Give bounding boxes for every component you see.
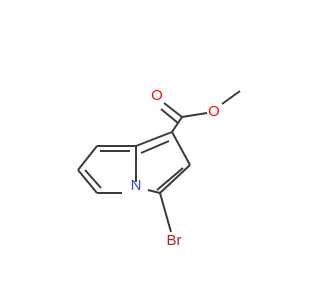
bond-c-o-double-b xyxy=(160,108,179,124)
oxygen-ester-label: O xyxy=(208,103,220,120)
bond-ring5-2-double xyxy=(140,140,170,154)
bond-ring5-1 xyxy=(135,131,173,147)
bond-ring5-6 xyxy=(147,189,161,194)
bond-ring5-3 xyxy=(171,131,191,166)
bond-o-methyl xyxy=(221,90,241,105)
bromine-label: Br xyxy=(167,232,182,249)
bond-c-br xyxy=(159,192,172,233)
bond-ring5-5-double xyxy=(156,167,184,191)
bond-ring6-4 xyxy=(77,169,98,194)
bond-ring5-4 xyxy=(159,164,191,194)
bond-ring6-3 xyxy=(77,145,98,171)
structure-drawing: O O N Br xyxy=(77,87,241,249)
molecule-canvas: O O N Br xyxy=(77,86,241,249)
oxygen-carbonyl-label: O xyxy=(151,87,163,104)
bond-c-carbonyl xyxy=(171,116,183,133)
bond-ring6-5-double xyxy=(84,169,102,189)
bond-c-o-double-a xyxy=(163,102,183,118)
nitrogen-label: N xyxy=(131,177,142,194)
bond-c-o-single xyxy=(181,112,208,118)
